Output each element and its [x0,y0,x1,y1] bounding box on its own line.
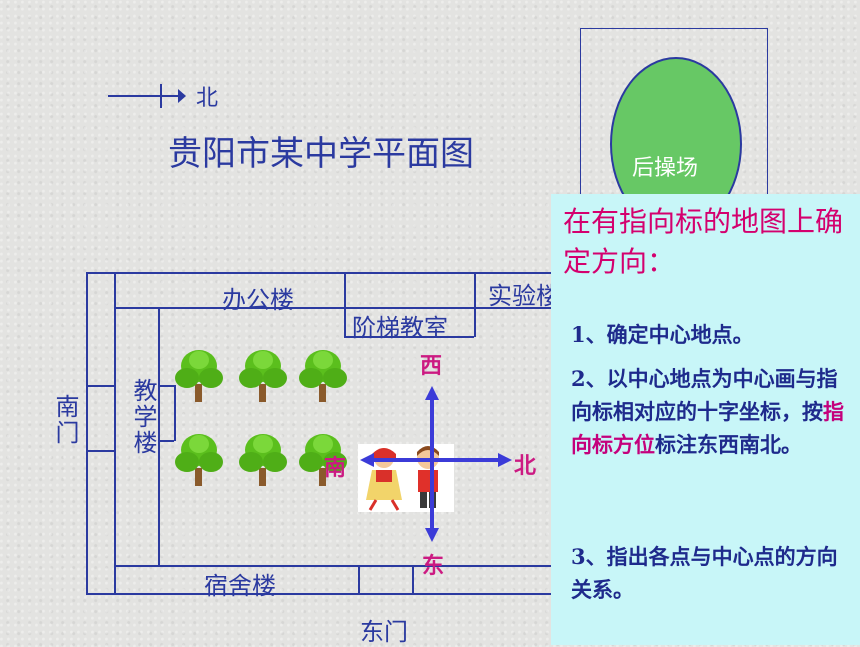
tree-icon [175,350,223,402]
compass-north-label: 北 [514,454,537,479]
office-building-label: 办公楼 [222,286,294,314]
teaching-building-label: 教学楼 [129,378,157,456]
step-1: 1、确定中心地点。 [571,322,754,347]
step-2-text-end: 标注东西南北。 [655,432,802,457]
instruction-panel: 在有指向标的地图上确定方向： 1、确定中心地点。 2、以中心地点为中心画与指向标… [551,194,860,645]
step-2: 2、以中心地点为中心画与指向标相对应的十字坐标，按指向标方位标注东西南北。 [571,362,851,461]
step-3: 3、指出各点与中心点的方向关系。 [571,544,838,602]
panel-title: 在有指向标的地图上确定方向： [563,205,844,278]
tree-icon [299,434,347,486]
tree-icon [299,350,347,402]
compass-west-label: 西 [420,354,443,379]
tree-icon [239,350,287,402]
lab-building-label: 实验楼 [488,282,560,310]
tree-icon [175,434,223,486]
south-gate-label: 南门 [51,394,79,446]
map-title: 贵阳市某中学平面图 [168,134,474,174]
compass-south-label: 南 [324,456,347,481]
north-indicator-label: 北 [196,86,219,111]
sports-field-label: 后操场 [632,156,699,181]
step-2-text: 2、以中心地点为中心画与指向标相对应的十字坐标，按 [571,366,838,424]
step-2-highlight: 指向标方位 [571,399,844,457]
dorm-building-label: 宿舍楼 [204,572,276,600]
east-gate-label: 东门 [360,618,408,646]
compass-cross [360,386,512,542]
lecture-hall-label: 阶梯教室 [352,314,448,342]
compass-east-label: 东 [422,554,445,579]
tree-icon [239,434,287,486]
